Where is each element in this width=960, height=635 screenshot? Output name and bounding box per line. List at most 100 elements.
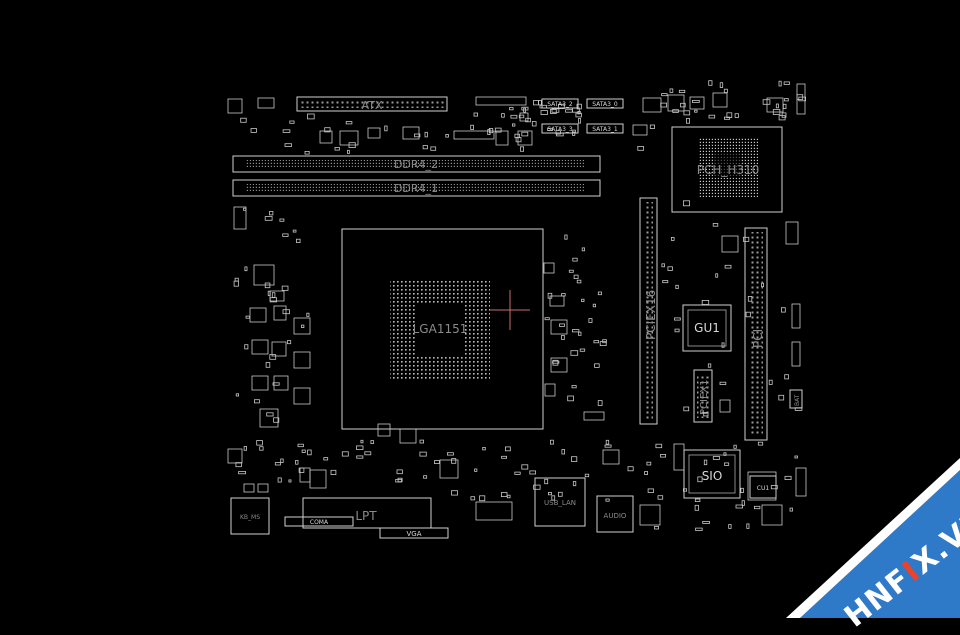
pad-outline <box>694 498 701 502</box>
pad-outline <box>561 334 565 340</box>
pad-outline <box>330 469 337 475</box>
pad-outline <box>778 80 782 87</box>
pad-outline <box>234 277 239 282</box>
component-outline <box>251 339 269 355</box>
pad-outline <box>778 115 786 121</box>
pad-outline <box>724 116 731 120</box>
pad-outline <box>521 464 529 470</box>
pad-outline <box>551 495 556 501</box>
pad-outline <box>654 526 660 530</box>
pad-outline <box>703 459 708 466</box>
component-outline <box>673 443 685 471</box>
gu1-chip: GU1 <box>682 304 732 352</box>
kb-ms-port: KB_MS <box>230 497 270 535</box>
pad-outline <box>556 132 564 137</box>
pad-outline <box>761 282 764 288</box>
component-outline <box>761 504 783 526</box>
sata-connectors: SATA3_2 SATA3_0 SATA3_3 SATA3_1 <box>541 98 624 134</box>
pcie-x1-label: PCIEX1 <box>699 380 710 416</box>
component-outline <box>550 357 568 373</box>
pch-chip: PCH_H310 <box>671 126 783 213</box>
pad-outline <box>597 291 602 296</box>
com-label: COMA <box>310 519 329 526</box>
pad-outline <box>578 118 581 124</box>
pad-outline <box>719 381 727 385</box>
pad-outline <box>708 114 716 119</box>
battery-holder: BAT <box>789 389 803 409</box>
pad-outline <box>509 107 514 111</box>
pad-outline <box>746 523 750 529</box>
pad-outline <box>301 324 305 329</box>
component-outline <box>642 97 662 113</box>
pad-outline <box>552 359 559 366</box>
pad-outline <box>259 446 264 451</box>
pad-outline <box>707 363 712 368</box>
pad-outline <box>264 282 271 289</box>
pci-label: PCI <box>751 329 765 348</box>
component-outline <box>367 127 381 139</box>
component-outline <box>475 96 527 106</box>
pad-outline <box>539 104 547 109</box>
pad-outline <box>672 109 679 113</box>
pad-outline <box>712 223 719 227</box>
pad-outline <box>430 146 437 151</box>
pad-outline <box>256 440 263 446</box>
pcie-x16-label: PCIEX16 <box>644 290 658 340</box>
pad-outline <box>564 234 568 240</box>
pad-outline <box>384 125 388 132</box>
pad-outline <box>577 111 581 115</box>
pad-outline <box>593 340 600 344</box>
component-outline <box>689 96 705 110</box>
pad-outline <box>434 460 440 465</box>
atx-label: ATX <box>362 99 383 112</box>
pad-outline <box>701 299 710 305</box>
pad-outline <box>479 495 486 502</box>
pad-outline <box>667 266 673 271</box>
pad-outline <box>579 348 586 352</box>
pad-outline <box>277 477 282 483</box>
component-outline <box>299 467 311 483</box>
pad-outline <box>708 80 713 86</box>
cpu-socket: LGA1151 <box>341 228 544 430</box>
pad-outline <box>533 100 539 106</box>
sata-label-2: SATA3_0 <box>592 101 618 108</box>
pad-outline <box>692 100 700 103</box>
pad-outline <box>683 406 690 412</box>
pad-outline <box>474 468 478 472</box>
pad-outline <box>644 471 648 475</box>
pad-outline <box>279 218 285 222</box>
pad-outline <box>288 479 292 483</box>
pad-outline <box>274 462 281 466</box>
vga-port: VGA <box>379 527 449 539</box>
pad-outline <box>345 121 353 125</box>
pad-outline <box>334 146 340 151</box>
component-outline <box>747 471 777 501</box>
pad-outline <box>307 449 312 456</box>
pad-outline <box>414 133 421 138</box>
pad-outline <box>346 149 350 154</box>
component-outline <box>791 341 801 367</box>
pad-outline <box>571 456 578 462</box>
pad-outline <box>282 309 290 315</box>
pad-outline <box>482 446 486 451</box>
pad-outline <box>605 498 610 502</box>
component-outline <box>319 130 333 144</box>
pad-outline <box>588 318 593 323</box>
pad-outline <box>570 350 579 356</box>
audio-port: AUDIO <box>596 495 634 533</box>
pad-outline <box>721 342 725 348</box>
pad-outline <box>341 451 349 457</box>
pad-outline <box>695 527 703 531</box>
pad-outline <box>422 145 428 150</box>
com-port: COMA <box>284 516 354 527</box>
component-outline <box>712 92 728 108</box>
pad-outline <box>547 292 553 299</box>
pad-outline <box>538 100 542 106</box>
pad-outline <box>419 439 424 444</box>
pad-outline <box>662 280 669 284</box>
pad-outline <box>735 504 743 509</box>
pad-outline <box>604 444 612 448</box>
pad-outline <box>348 142 356 148</box>
component-outline <box>549 295 565 307</box>
pad-outline <box>743 236 750 242</box>
